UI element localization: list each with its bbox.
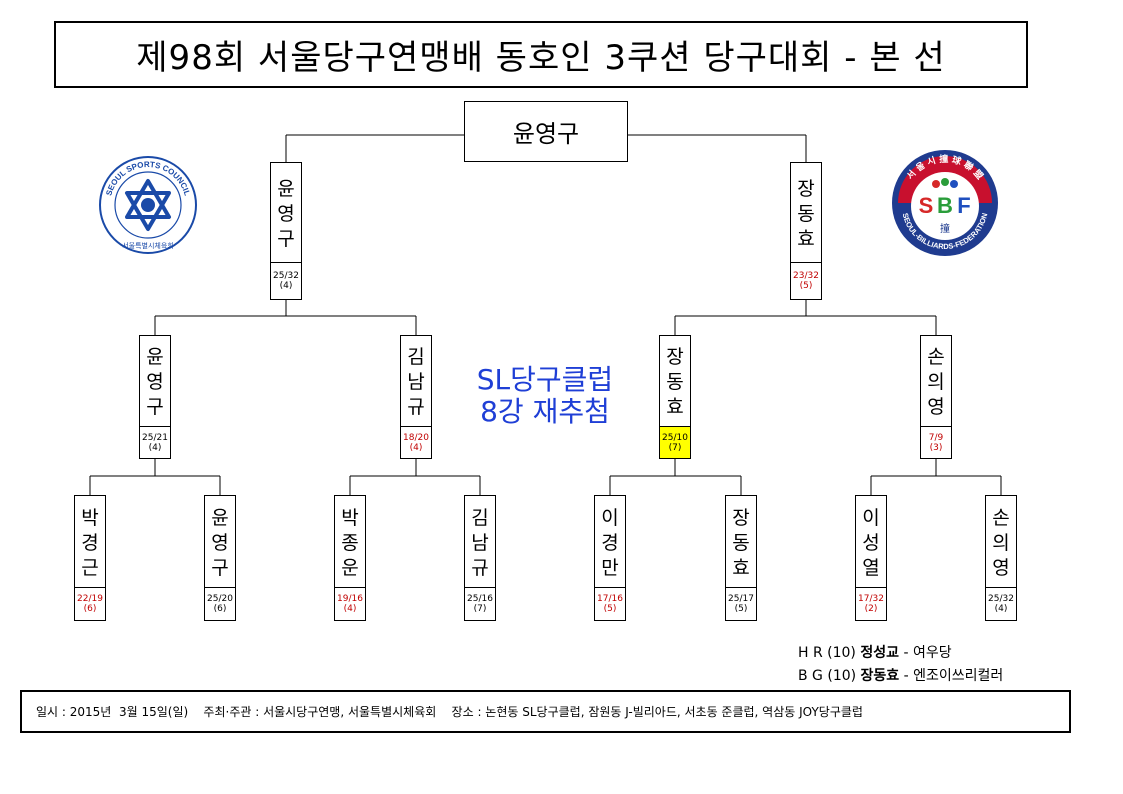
innings: (4) xyxy=(343,604,357,614)
innings: (2) xyxy=(864,604,878,614)
innings: (7) xyxy=(473,604,487,614)
innings: (4) xyxy=(279,281,293,291)
award-club: - 엔조이쓰리컬러 xyxy=(903,668,1004,684)
champion-box: 윤영구 xyxy=(464,101,628,162)
score-cell: 19/16 (4) xyxy=(335,587,365,620)
page-title: 제98회 서울당구연맹배 동호인 3쿠션 당구대회 - 본 선 xyxy=(54,21,1028,88)
logo-center-char: 撞 xyxy=(940,222,950,235)
logo-letter-b: B xyxy=(937,193,953,218)
score-cell: 25/17 (5) xyxy=(726,587,756,620)
logo-bottom-text: 서울특별시체육회 xyxy=(122,241,174,250)
logo-letter-f: F xyxy=(957,193,970,218)
innings: (6) xyxy=(83,604,97,614)
innings: (5) xyxy=(734,604,748,614)
innings: (5) xyxy=(603,604,617,614)
score: 23/32 xyxy=(793,271,819,281)
score: 18/20 xyxy=(403,432,429,443)
score: 17/32 xyxy=(858,594,884,604)
award-winner: 정성교 xyxy=(860,645,899,661)
score-cell: 18/20 (4) xyxy=(401,426,431,458)
score-cell: 25/20 (6) xyxy=(205,587,235,620)
score-cell: 25/21 (4) xyxy=(140,426,170,458)
score: 17/16 xyxy=(597,594,623,604)
awards: H R (10) 정성교 - 여우당 B G (10) 장동효 - 엔조이쓰리컬… xyxy=(798,642,1098,688)
score: 25/17 xyxy=(728,594,754,604)
innings: (4) xyxy=(409,442,423,453)
innings: (5) xyxy=(799,281,813,291)
event-info-footer: 일시 : 2015년 3월 15일(일) 주최·주관 : 서울시당구연맹, 서울… xyxy=(20,690,1071,733)
score-cell: 23/32 (5) xyxy=(791,262,821,299)
score-cell: 22/19 (6) xyxy=(75,587,105,620)
score-cell: 25/16 (7) xyxy=(465,587,495,620)
award-club: - 여우당 xyxy=(903,645,952,661)
seoul-sports-council-logo: SEOUL SPORTS COUNCIL 서울특별시체육회 xyxy=(99,156,197,254)
innings: (7) xyxy=(668,442,682,453)
logo-letter-s: S xyxy=(919,193,934,218)
score-cell: 17/16 (5) xyxy=(595,587,625,620)
score: 22/19 xyxy=(77,594,103,604)
innings: (4) xyxy=(994,604,1008,614)
score: 25/20 xyxy=(207,594,233,604)
score-cell-highlighted: 25/10 (7) xyxy=(660,426,690,458)
score: 25/21 xyxy=(142,432,168,443)
score-cell: 17/32 (2) xyxy=(856,587,886,620)
score: 19/16 xyxy=(337,594,363,604)
score-cell: 25/32 (4) xyxy=(271,262,301,299)
score: 25/32 xyxy=(988,594,1014,604)
reseed-line-2: 8강 재추첨 xyxy=(480,395,610,428)
innings: (3) xyxy=(929,442,943,453)
score: 7/9 xyxy=(928,432,944,443)
award-label: B G (10) xyxy=(798,668,857,684)
reseed-note: SL당구클럽 8강 재추첨 xyxy=(420,364,670,428)
score: 25/16 xyxy=(467,594,493,604)
score-cell: 7/9 (3) xyxy=(921,426,951,458)
innings: (4) xyxy=(148,442,162,453)
award-bg: B G (10) 장동효 - 엔조이쓰리컬러 xyxy=(798,665,1098,688)
score: 25/10 xyxy=(662,432,688,443)
award-winner: 장동효 xyxy=(860,668,900,684)
reseed-line-1: SL당구클럽 xyxy=(476,363,614,396)
award-label: H R (10) xyxy=(798,645,856,661)
innings: (6) xyxy=(213,604,227,614)
seoul-billiards-federation-logo: 서 울 시 撞 球 聯 盟 SEOUL-BILLIARDS-FEDERATION… xyxy=(892,150,998,256)
score-cell: 25/32 (4) xyxy=(986,587,1016,620)
score: 25/32 xyxy=(273,271,299,281)
award-hr: H R (10) 정성교 - 여우당 xyxy=(798,642,1098,665)
